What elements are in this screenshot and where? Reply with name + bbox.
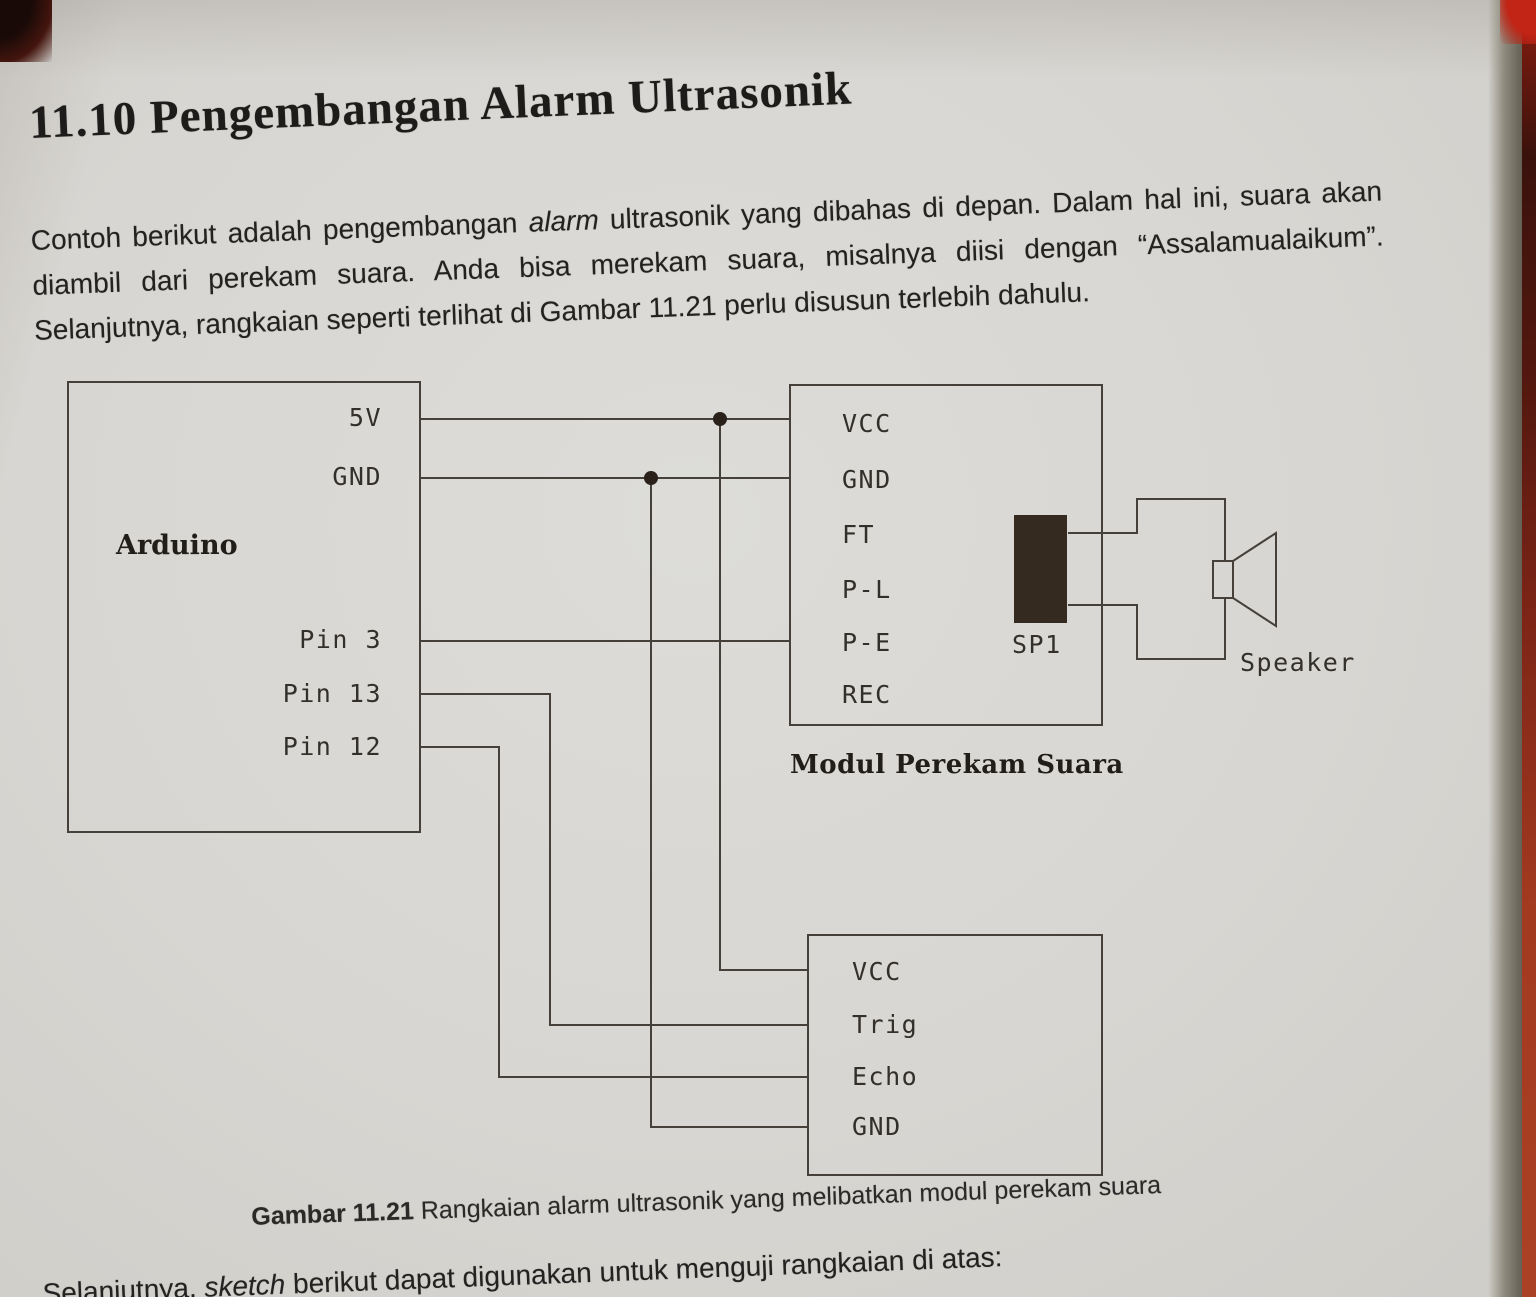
book-cover-edge bbox=[1522, 0, 1536, 1297]
speaker-label: Speaker bbox=[1240, 648, 1356, 677]
arduino-pin-5v: 5V bbox=[348, 403, 382, 432]
wire-gnd-to-ultrasonic-gnd bbox=[651, 478, 808, 1127]
page-edge-shadow bbox=[1488, 0, 1524, 1297]
voice-module-box bbox=[790, 385, 1102, 725]
figure-caption-number: Gambar 11.21 bbox=[250, 1197, 415, 1231]
voice-pin-gnd: GND bbox=[842, 465, 892, 494]
ultrasonic-pin-trig: Trig bbox=[852, 1010, 919, 1039]
ultrasonic-pin-echo: Echo bbox=[852, 1062, 919, 1091]
arduino-pin-12: Pin 12 bbox=[282, 732, 382, 761]
arduino-label: Arduino bbox=[116, 530, 238, 561]
speaker-driver-icon bbox=[1213, 561, 1233, 598]
junction-dot-5v bbox=[713, 412, 727, 426]
speaker-cone-icon bbox=[1233, 533, 1276, 626]
ultrasonic-pin-gnd: GND bbox=[852, 1112, 902, 1141]
arduino-box bbox=[68, 382, 420, 832]
arduino-pin-gnd: GND bbox=[332, 462, 382, 491]
wire-pin12-to-echo bbox=[420, 747, 808, 1077]
voice-module-caption: Modul Perekam Suara bbox=[790, 750, 1124, 780]
sp1-label: SP1 bbox=[1012, 630, 1062, 659]
voice-pin-rec: REC bbox=[842, 680, 892, 709]
wire-5v-to-ultrasonic-vcc bbox=[720, 419, 808, 970]
arduino-pin-13: Pin 13 bbox=[282, 679, 382, 708]
junction-dot-gnd bbox=[644, 471, 658, 485]
wire-sp1-to-speaker bbox=[1068, 499, 1225, 659]
book-cover-corner bbox=[1500, 0, 1536, 44]
closing-italic-sketch: sketch bbox=[203, 1268, 286, 1297]
photo-corner-shadow bbox=[0, 0, 52, 62]
ultrasonic-pin-vcc: VCC bbox=[852, 957, 902, 986]
arduino-pin-3: Pin 3 bbox=[299, 625, 382, 654]
voice-pin-pe: P-E bbox=[842, 628, 892, 657]
sp1-block bbox=[1014, 515, 1067, 623]
voice-pin-vcc: VCC bbox=[842, 409, 892, 438]
voice-pin-pl: P-L bbox=[842, 575, 892, 604]
ultrasonic-module-box bbox=[808, 935, 1102, 1175]
wire-pin13-to-trig bbox=[420, 694, 808, 1025]
voice-pin-ft: FT bbox=[842, 520, 876, 549]
